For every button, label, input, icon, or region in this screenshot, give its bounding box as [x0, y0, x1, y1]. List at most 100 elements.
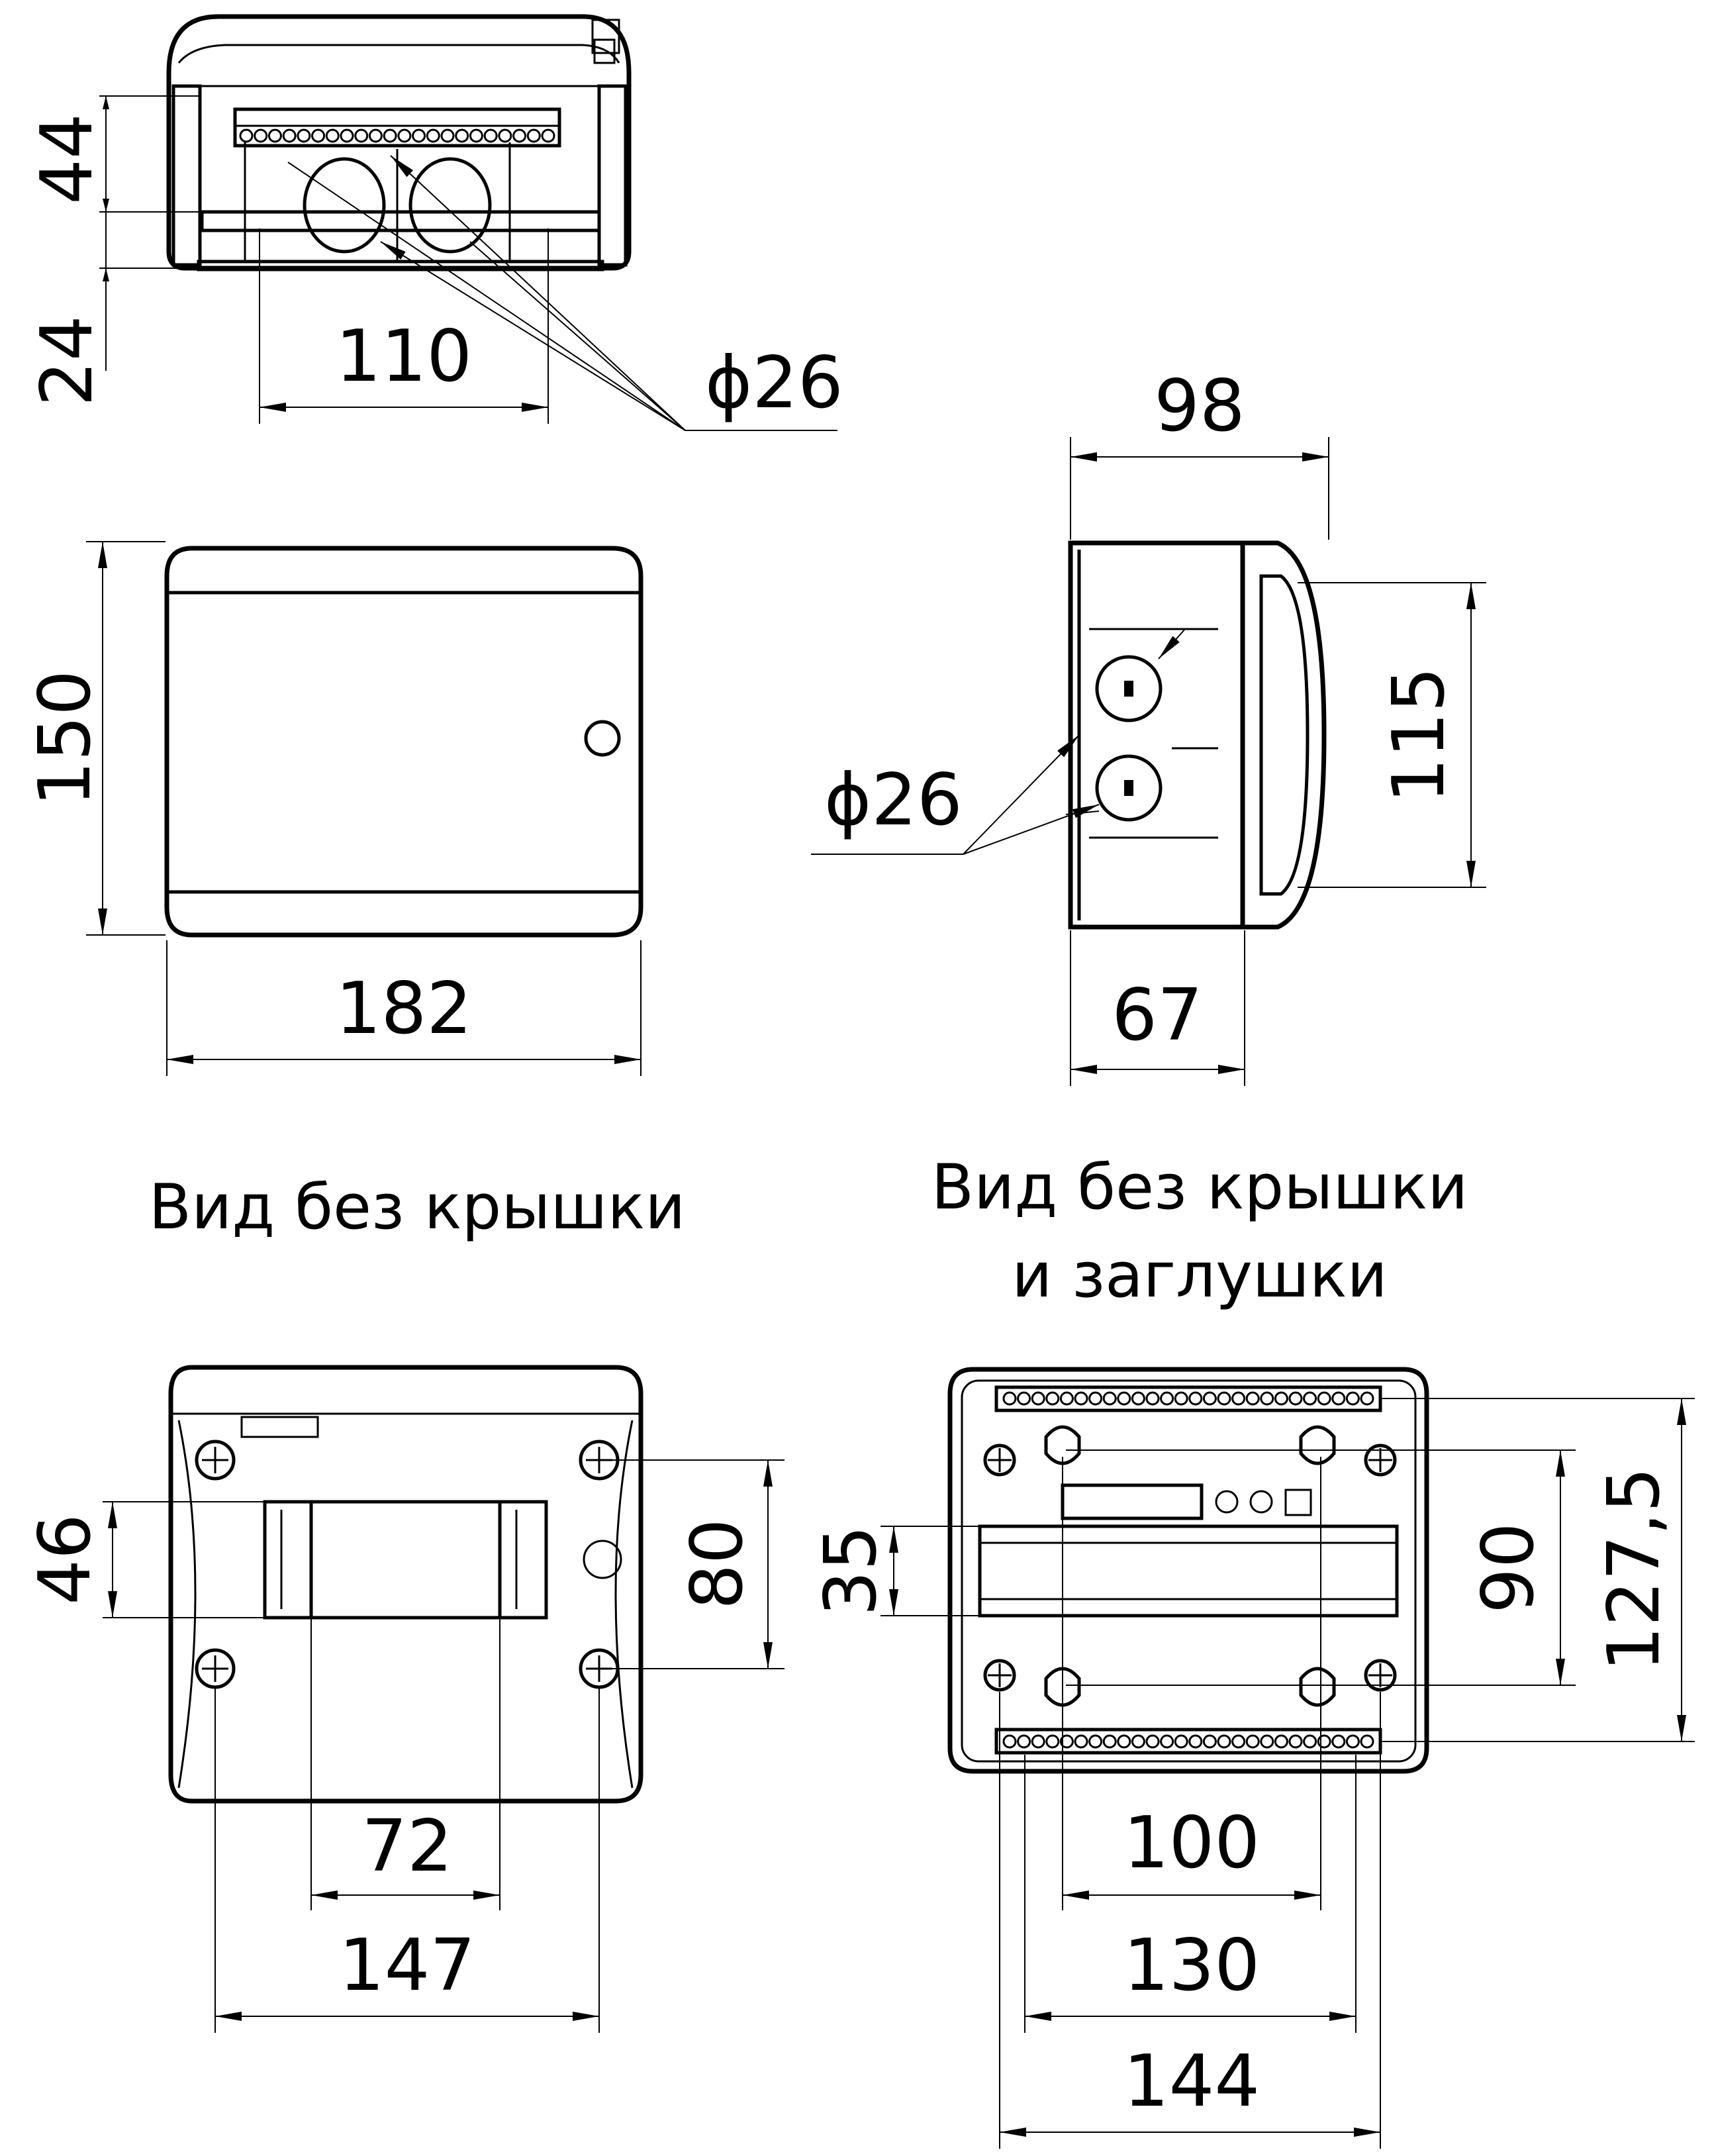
- lock-icon: [584, 720, 621, 757]
- terminal-hole: [1102, 1391, 1117, 1406]
- terminal-hole: [1231, 1734, 1246, 1749]
- terminal-hole: [1317, 1391, 1331, 1406]
- dim-side-115: 115: [1378, 667, 1460, 803]
- terminal-hole: [1031, 1391, 1045, 1406]
- terminal-hole: [1360, 1734, 1374, 1749]
- terminal-hole: [541, 128, 555, 143]
- dim-side-hole: ϕ26: [824, 759, 963, 842]
- caption-no-cover-plug-2: и заглушки: [1012, 1240, 1388, 1312]
- terminal-hole: [1260, 1734, 1274, 1749]
- terminal-hole: [239, 128, 254, 143]
- terminal-row-bottom: [1002, 1734, 1374, 1749]
- terminal-hole: [354, 128, 369, 143]
- caption-no-cover-plug-1: Вид без крышки: [931, 1152, 1468, 1224]
- dim-front-150: 150: [24, 670, 107, 807]
- terminal-hole: [1231, 1391, 1246, 1406]
- terminal-hole: [1002, 1734, 1017, 1749]
- dim-top-24: 24: [26, 315, 109, 406]
- dim-nc-147: 147: [339, 1924, 475, 2007]
- dim-nc-46: 46: [24, 1514, 107, 1604]
- terminal-hole: [1017, 1734, 1031, 1749]
- terminal-hole: [1102, 1734, 1117, 1749]
- terminal-hole: [498, 128, 512, 143]
- terminal-hole: [1074, 1391, 1088, 1406]
- dim-side-98: 98: [1154, 365, 1245, 448]
- screw-icon: [983, 1444, 1397, 1692]
- terminal-hole: [1331, 1391, 1346, 1406]
- dim-np-100: 100: [1123, 1802, 1260, 1885]
- terminal-hole: [1074, 1734, 1088, 1749]
- terminal-hole: [1303, 1734, 1317, 1749]
- terminal-hole: [1017, 1391, 1031, 1406]
- terminal-hole: [1202, 1391, 1217, 1406]
- terminal-hole: [1245, 1391, 1260, 1406]
- terminal-row-top: [1002, 1391, 1374, 1406]
- terminal-hole: [1217, 1734, 1231, 1749]
- terminal-hole: [469, 128, 483, 143]
- view-no-cover-no-plug: 35 90 127,5 100 130 144: [810, 1367, 1695, 2149]
- front-view: 150 182: [24, 541, 643, 1076]
- terminal-hole: [1117, 1734, 1131, 1749]
- dim-side-67: 67: [1112, 974, 1202, 1057]
- terminal-hole: [267, 128, 282, 143]
- terminal-hole: [412, 128, 426, 143]
- terminal-hole: [1188, 1391, 1203, 1406]
- dim-top-hole: ϕ26: [705, 342, 843, 424]
- terminal-hole: [311, 128, 326, 143]
- terminal-hole: [1117, 1391, 1131, 1406]
- terminal-hole: [1002, 1391, 1017, 1406]
- terminal-hole: [297, 128, 311, 143]
- terminal-hole: [1031, 1734, 1045, 1749]
- terminal-hole: [455, 128, 469, 143]
- terminal-hole: [1174, 1391, 1188, 1406]
- screw-icon: [195, 1440, 620, 1689]
- caption-no-cover: Вид без крышки: [149, 1171, 686, 1244]
- terminal-hole: [1317, 1734, 1331, 1749]
- terminal-hole: [1145, 1391, 1160, 1406]
- view-no-cover: 46 80 72 147: [24, 1365, 785, 2033]
- terminal-hole: [325, 128, 340, 143]
- terminal-hole: [1088, 1734, 1103, 1749]
- terminal-hole: [383, 128, 397, 143]
- terminal-hole: [1345, 1391, 1360, 1406]
- terminal-hole: [1288, 1391, 1303, 1406]
- terminal-hole: [1331, 1734, 1346, 1749]
- dim-np-127-5: 127,5: [1593, 1467, 1676, 1671]
- dim-np-130: 130: [1123, 1924, 1260, 2007]
- terminal-hole: [483, 128, 498, 143]
- side-view: 98 115 ϕ26 67: [811, 365, 1486, 1086]
- terminal-hole: [340, 128, 354, 143]
- terminal-hole: [254, 128, 268, 143]
- terminal-hole: [1045, 1734, 1060, 1749]
- terminal-hole: [440, 128, 455, 143]
- terminal-hole: [397, 128, 412, 143]
- terminal-hole: [1202, 1734, 1217, 1749]
- terminal-hole: [1217, 1391, 1231, 1406]
- dim-top-110: 110: [336, 315, 472, 398]
- terminal-hole: [1274, 1734, 1288, 1749]
- top-view: 44 24 110 ϕ26: [26, 14, 843, 431]
- terminal-hole: [526, 128, 541, 143]
- terminal-holes: [239, 128, 555, 143]
- terminal-hole: [1245, 1734, 1260, 1749]
- terminal-hole: [1160, 1391, 1174, 1406]
- terminal-hole: [426, 128, 440, 143]
- terminal-hole: [1131, 1391, 1145, 1406]
- terminal-hole: [1045, 1391, 1060, 1406]
- terminal-hole: [1145, 1734, 1160, 1749]
- terminal-hole: [1160, 1734, 1174, 1749]
- terminal-hole: [368, 128, 383, 143]
- terminal-hole: [512, 128, 527, 143]
- terminal-hole: [1174, 1734, 1188, 1749]
- dim-np-35: 35: [810, 1525, 892, 1616]
- dim-np-90: 90: [1467, 1522, 1550, 1613]
- terminal-hole: [1059, 1734, 1074, 1749]
- dim-nc-80: 80: [676, 1518, 759, 1609]
- dim-nc-72: 72: [361, 1805, 452, 1888]
- terminal-hole: [1288, 1734, 1303, 1749]
- terminal-hole: [1059, 1391, 1074, 1406]
- dim-np-144: 144: [1123, 2040, 1260, 2123]
- terminal-hole: [1188, 1734, 1203, 1749]
- terminal-hole: [282, 128, 297, 143]
